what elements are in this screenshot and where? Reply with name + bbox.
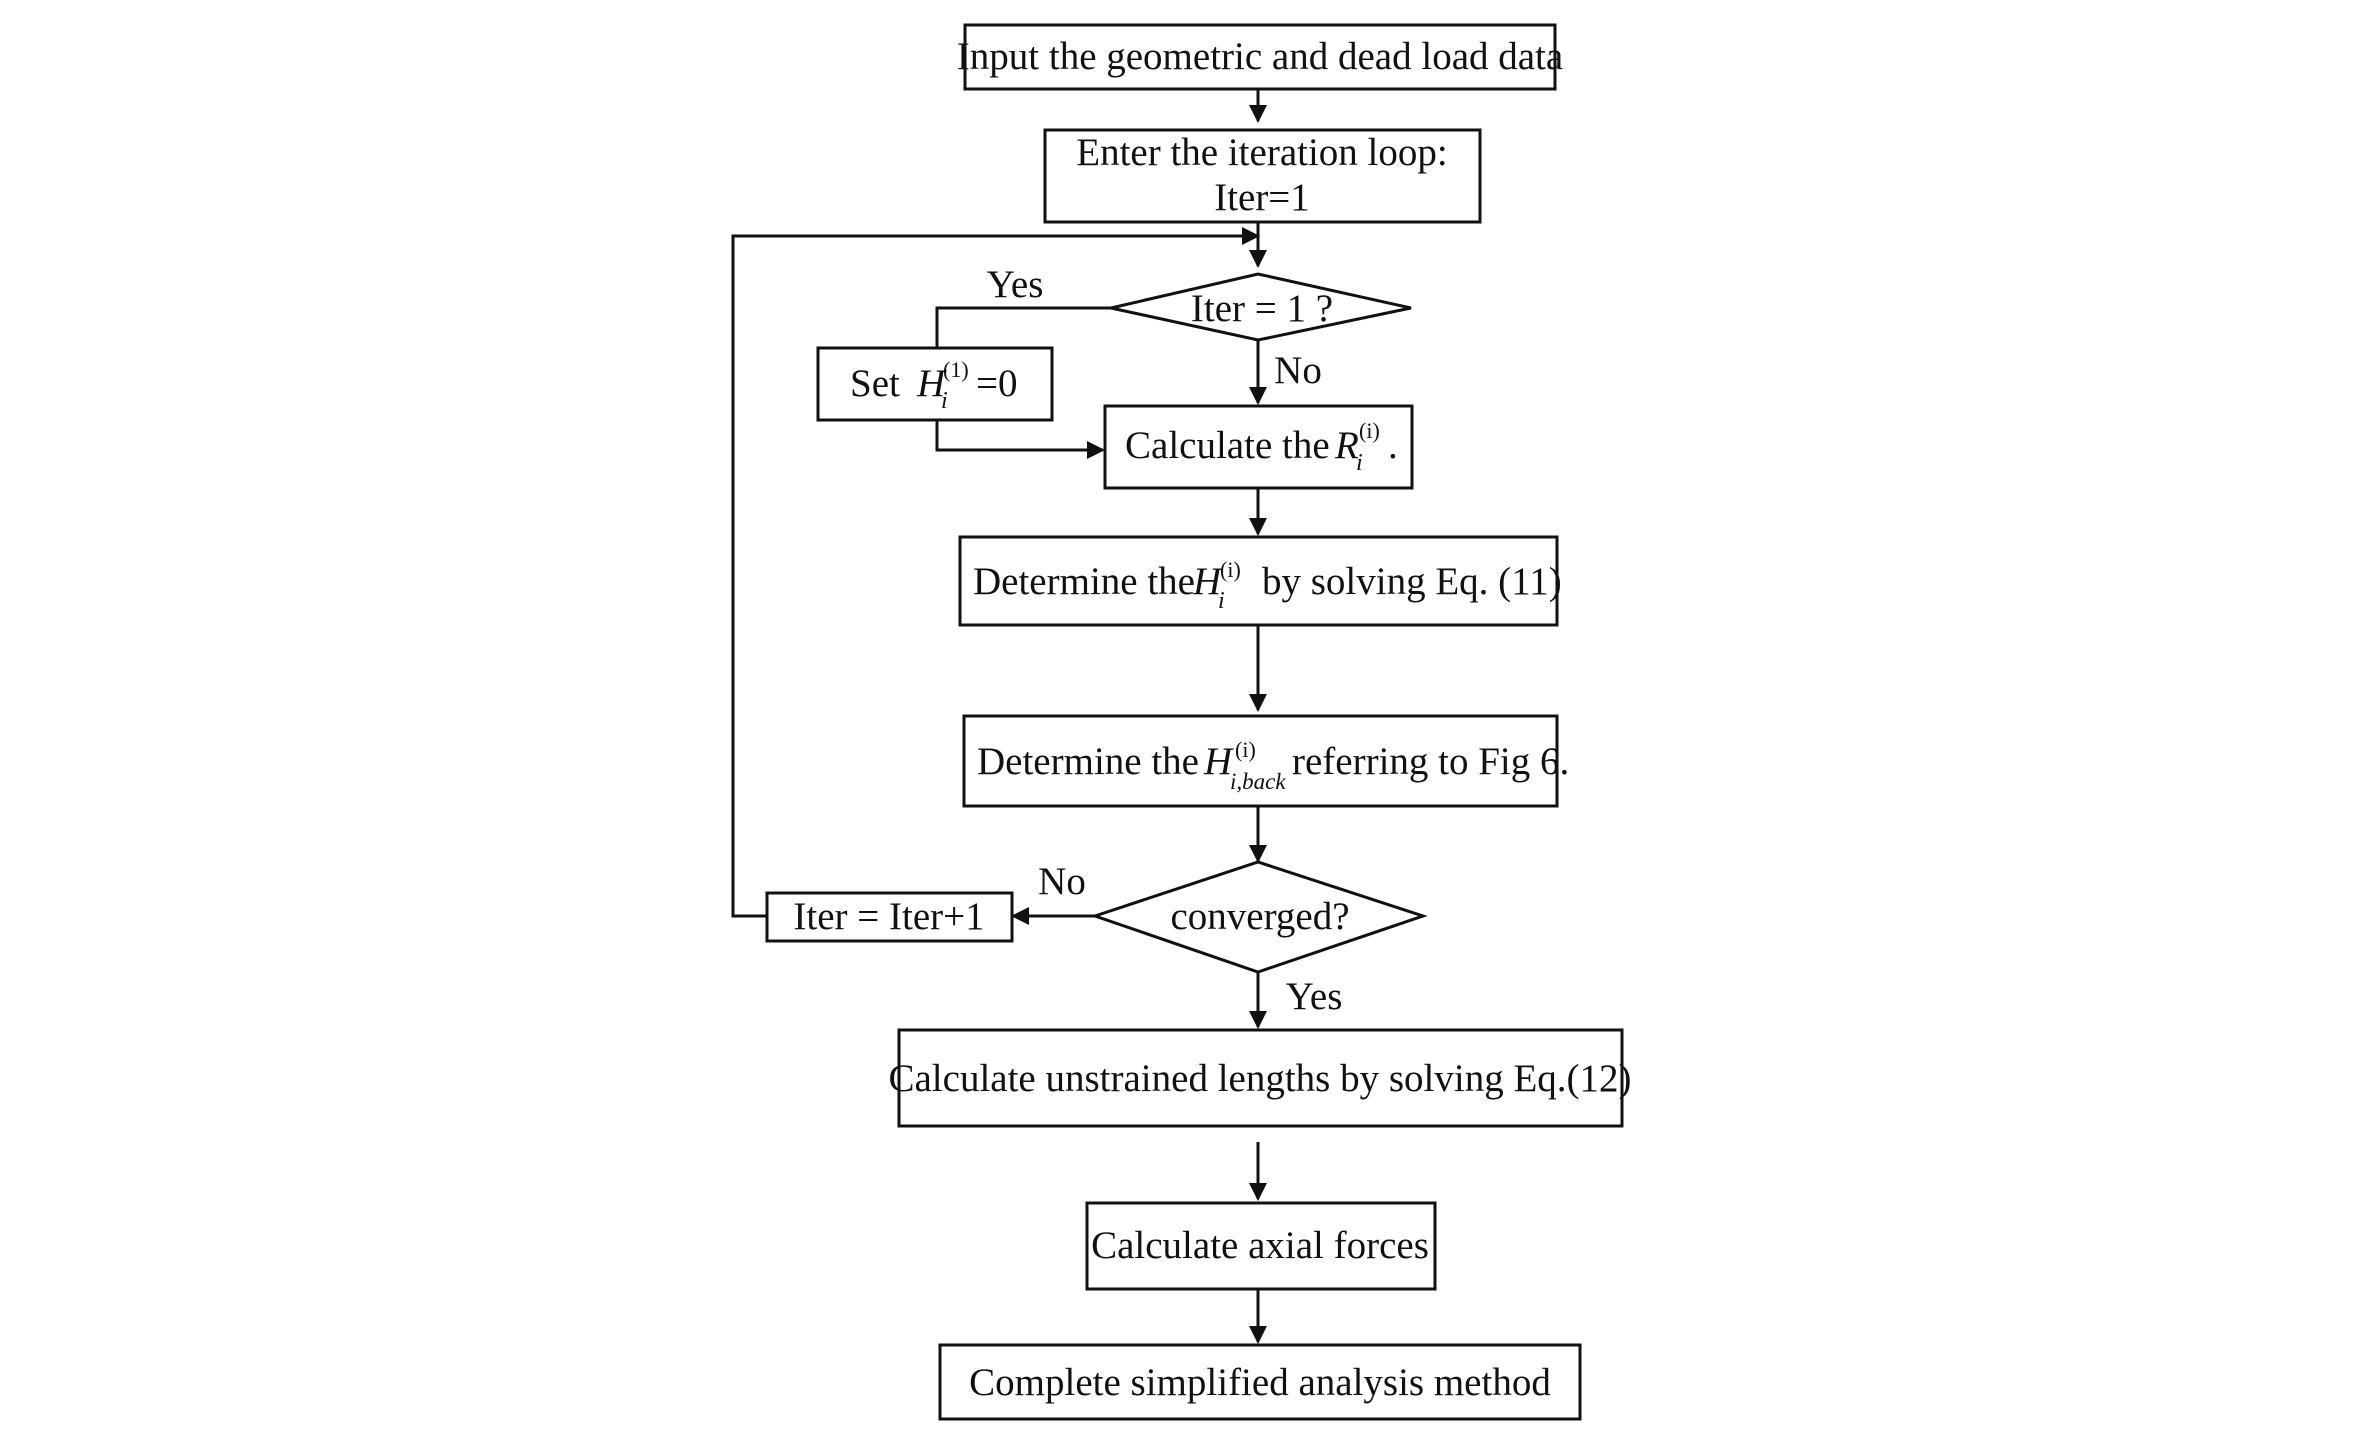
axial-forces-step-box [1085, 1201, 1437, 1291]
first-iteration-question: Iter = 1 ? [1191, 287, 1333, 330]
determine-h-symbol: H [1192, 560, 1223, 603]
calculate-r-symbol: R [1334, 424, 1359, 467]
connector-decision-yes-to-set [935, 306, 1111, 348]
first-iteration-decision: Iter = 1 ? Yes No [987, 263, 1412, 392]
converged-decision: converged? No Yes [1038, 860, 1428, 1018]
determine-hback-subscript: i,back [1230, 769, 1286, 794]
first-iteration-yes-label: Yes [987, 263, 1044, 306]
set-h-symbol: H [916, 362, 947, 405]
calculate-r-superscript: (i) [1359, 418, 1380, 443]
calculate-r-period: . [1388, 424, 1398, 467]
converged-question: converged? [1170, 895, 1349, 938]
calculate-r-step: Calculate the R (i) i . [1103, 404, 1414, 490]
determine-hback-step: Determine the H (i) i,back referring to … [962, 714, 1569, 808]
complete-step: Complete simplified analysis method [938, 1343, 1582, 1421]
determine-h-superscript: (i) [1220, 557, 1241, 582]
iteration-step-line-1: Enter the iteration loop: [1076, 131, 1447, 174]
converged-yes-label: Yes [1286, 975, 1343, 1018]
axial-forces-label: Calculate axial forces [1091, 1224, 1429, 1267]
calculate-r-step-box [1103, 404, 1414, 490]
converged-diamond [1090, 860, 1428, 974]
input-step: Input the geometric and dead load data [957, 23, 1563, 91]
connectors [731, 89, 1267, 1344]
set-h-equals-zero: =0 [976, 362, 1018, 405]
set-h-word: Set [850, 362, 900, 405]
iter-increment-step-box [765, 891, 1014, 943]
unstrained-lengths-label: Calculate unstrained lengths by solving … [888, 1057, 1631, 1100]
determine-h-step-box [958, 535, 1559, 627]
determine-hback-suffix: referring to Fig 6. [1292, 740, 1569, 783]
connector-set-to-calculate-r [935, 420, 1105, 459]
determine-h-suffix: by solving Eq. (11) [1262, 560, 1562, 603]
determine-h-prefix: Determine the [973, 560, 1195, 603]
determine-hback-symbol: H [1203, 740, 1234, 783]
iteration-step-box [1043, 128, 1482, 224]
iteration-step: Enter the iteration loop: Iter=1 [1043, 128, 1482, 224]
input-step-label: Input the geometric and dead load data [957, 35, 1563, 78]
complete-step-label: Complete simplified analysis method [969, 1361, 1551, 1404]
connector-loop-back [731, 227, 1260, 918]
set-h-step-box [816, 346, 1054, 422]
determine-hback-step-box [962, 714, 1559, 808]
iteration-step-line-2: Iter=1 [1214, 176, 1310, 219]
set-h-subscript: i [941, 388, 948, 414]
iter-increment-label: Iter = Iter+1 [793, 895, 984, 938]
first-iteration-no-label: No [1274, 349, 1322, 392]
determine-h-subscript: i [1218, 588, 1225, 614]
determine-h-step: Determine the H (i) i by solving Eq. (11… [958, 535, 1562, 627]
unstrained-lengths-step-box [897, 1028, 1624, 1128]
first-iteration-diamond [1110, 272, 1412, 342]
calculate-r-text: Calculate the [1125, 424, 1330, 467]
converged-no-label: No [1038, 860, 1086, 903]
complete-step-box [938, 1343, 1582, 1421]
iter-increment-step: Iter = Iter+1 [765, 891, 1014, 943]
axial-forces-step: Calculate axial forces [1085, 1201, 1437, 1291]
input-step-box [963, 23, 1557, 91]
unstrained-lengths-step: Calculate unstrained lengths by solving … [888, 1028, 1632, 1128]
determine-hback-superscript: (i) [1235, 737, 1256, 762]
determine-hback-prefix: Determine the [977, 740, 1199, 783]
set-h-superscript: (1) [943, 357, 969, 382]
calculate-r-subscript: i [1356, 450, 1363, 476]
set-h-step: Set H (1) i =0 [816, 346, 1054, 422]
